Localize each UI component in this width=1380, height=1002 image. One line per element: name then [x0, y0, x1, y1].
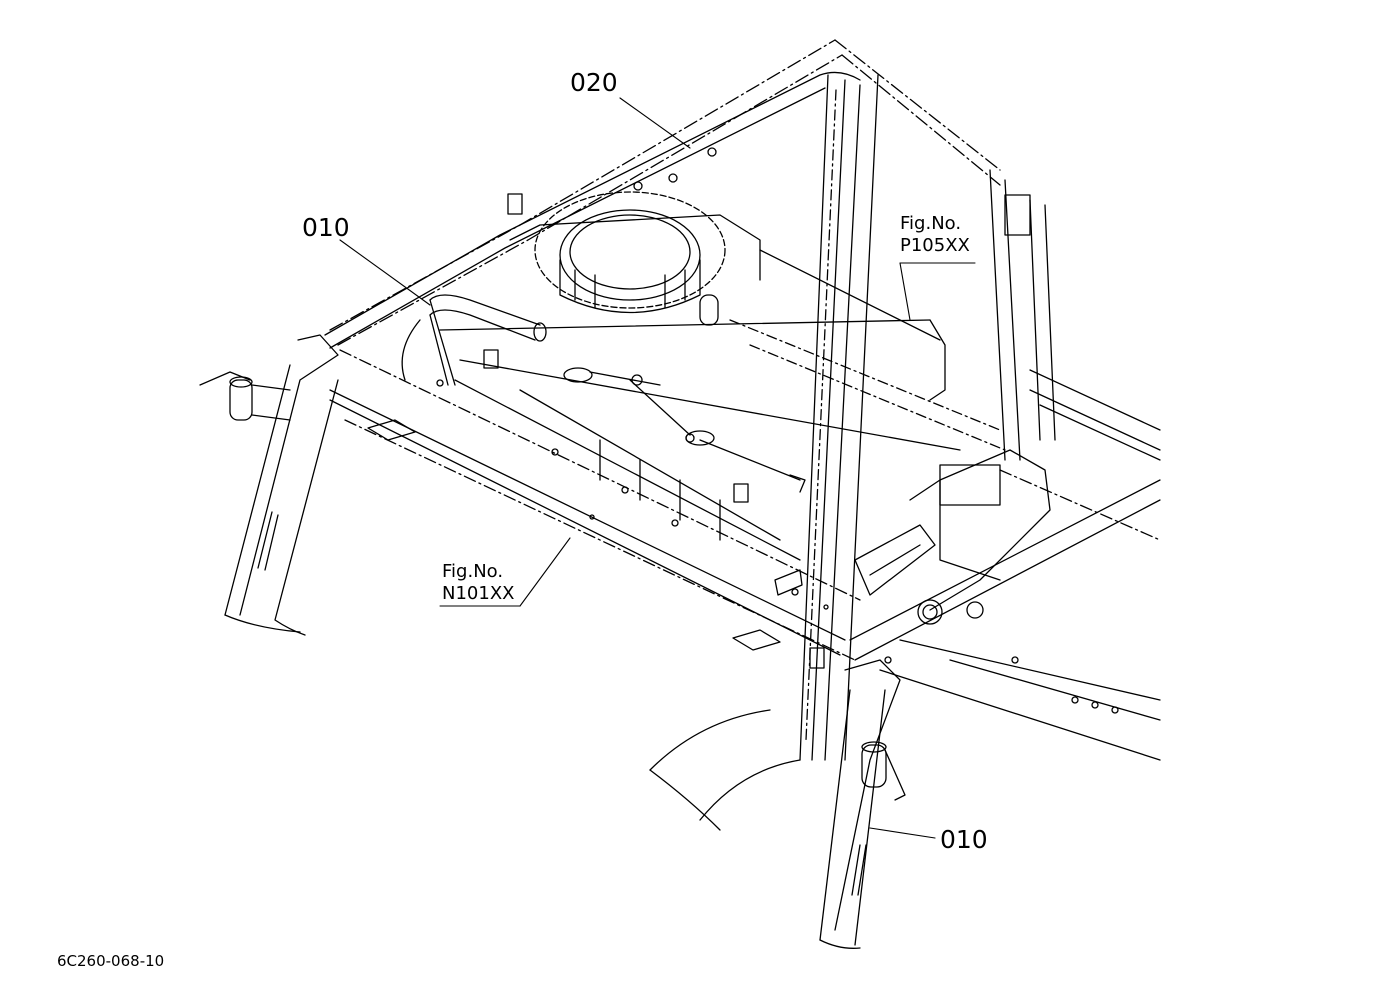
- front-crossbeam: [329, 349, 861, 661]
- right-frame: [849, 369, 1161, 761]
- figure-reference-n101: Fig.No. N101XX: [442, 561, 514, 605]
- duct-box: [439, 249, 1006, 561]
- figure-reference-p105: Fig.No. P105XX: [900, 213, 970, 257]
- mounting-pads: [367, 419, 781, 651]
- heater-core-bracket: [854, 449, 1051, 625]
- figure-ref-code: P105XX: [900, 235, 970, 256]
- roof-inner-frame: [324, 71, 861, 349]
- floor-contours: [649, 709, 801, 831]
- part-number-010-lower: 010: [940, 825, 988, 854]
- hose-clips: [483, 193, 1031, 669]
- part-number-010-upper: 010: [302, 213, 350, 242]
- left-post: [224, 334, 339, 636]
- figure-ref-caption: Fig.No.: [900, 213, 962, 234]
- blower-unit: [509, 191, 761, 326]
- drawing-number: 6C260-068-10: [57, 952, 165, 970]
- leader-lines: [339, 97, 976, 839]
- front-pillar: [799, 74, 879, 761]
- left-mount-bracket: [199, 371, 291, 421]
- figure-ref-code: N101XX: [442, 583, 515, 604]
- holes: [436, 147, 892, 664]
- figure-ref-caption: Fig.No.: [442, 561, 504, 582]
- right-pillar: [989, 169, 1056, 461]
- heater-hose-upper: [401, 294, 547, 386]
- part-number-020: 020: [570, 68, 618, 97]
- control-linkage: [563, 367, 801, 481]
- lower-front-pillar: [819, 659, 906, 949]
